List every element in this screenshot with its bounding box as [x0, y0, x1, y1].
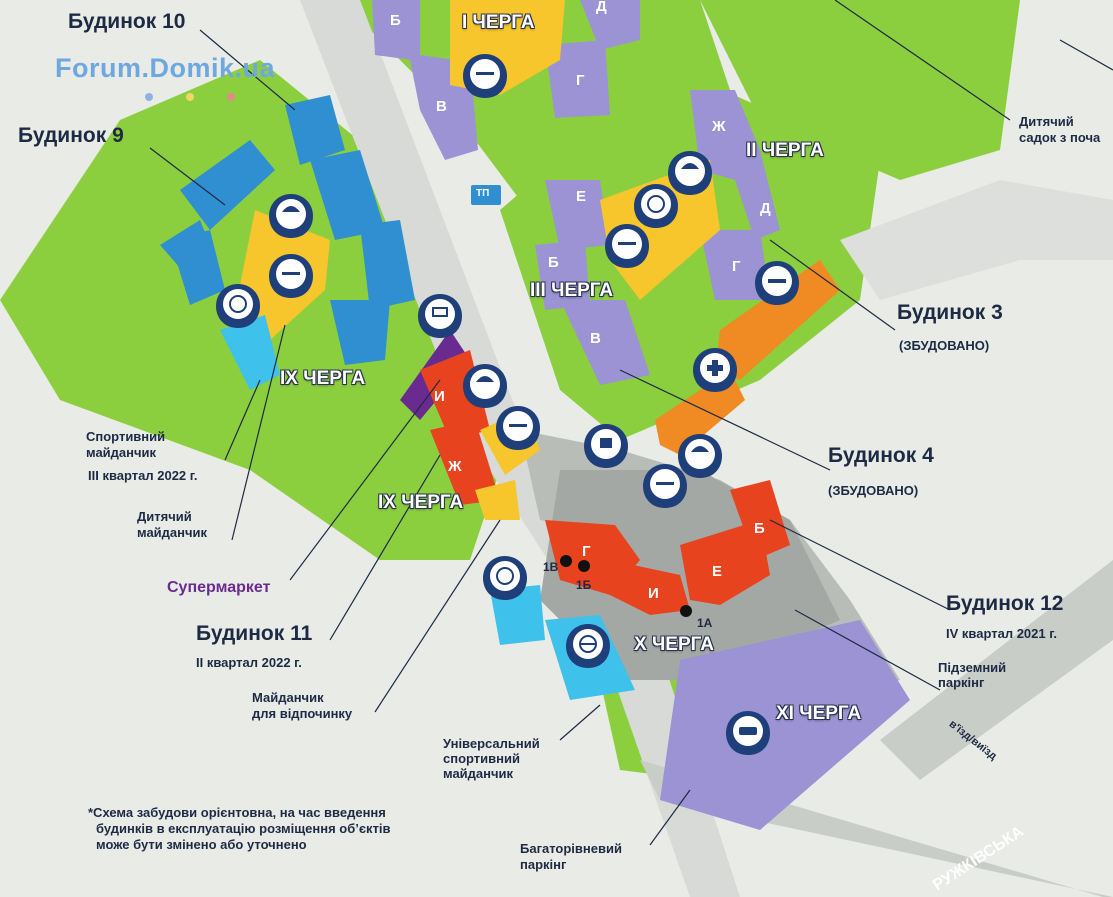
section-label: В	[436, 98, 447, 115]
house-3-label: Будинок 3	[897, 301, 1003, 324]
queue-9-label-a: ІХ ЧЕРГА	[280, 368, 366, 389]
universal-label-2: спортивний	[443, 751, 520, 766]
seesaw-icon	[496, 406, 540, 450]
house-11-date: ІІ квартал 2022 г.	[196, 655, 302, 670]
handwritten-marks	[560, 555, 692, 617]
disclaimer-line-1: *Схема забудови орієнтовна, на час введе…	[88, 805, 386, 820]
rest-label-2: для відпочинку	[252, 706, 353, 721]
house-4-label: Будинок 4	[828, 444, 934, 467]
house-9-label: Будинок 9	[18, 124, 124, 147]
soccer-ball-icon	[634, 184, 678, 228]
kids-label-1: Дитячий	[137, 509, 192, 524]
queue-2-label: ІІ ЧЕРГА	[746, 140, 824, 161]
kindergarten-label-1: Дитячий	[1019, 114, 1074, 129]
multilevel-parking-label-2: паркінг	[520, 857, 567, 872]
underground-parking-label-1: Підземний	[938, 660, 1007, 675]
tp-label: ТП	[476, 188, 490, 199]
seesaw-icon	[643, 464, 687, 508]
leader-lines	[149, 0, 1113, 846]
handwritten-label-1a: 1А	[697, 616, 713, 630]
fountain-icon	[584, 424, 628, 468]
house-11-label: Будинок 11	[196, 622, 313, 645]
section-label: И	[434, 388, 445, 405]
kids-label-2: майданчик	[137, 525, 208, 540]
queue-10-area	[490, 470, 840, 700]
section-label: Ж	[712, 118, 726, 135]
kindergarten-label-2: садок з поча	[1019, 130, 1101, 145]
house-3-status: (ЗБУДОВАНО)	[899, 338, 990, 353]
queue-2-3-buildings	[535, 90, 840, 455]
section-label: Д	[596, 0, 607, 15]
underground-parking-label-2: паркінг	[938, 675, 985, 690]
road-southeast	[880, 560, 1113, 780]
rest-label-1: Майданчик	[252, 690, 324, 705]
section-label: Б	[548, 254, 559, 271]
section-label: Д	[760, 200, 771, 217]
universal-label-1: Універсальний	[443, 736, 540, 751]
beach-umbrella-icon	[269, 194, 313, 238]
supermarket-label: Супермаркет	[167, 579, 271, 596]
sport-label-1: Спортивний	[86, 429, 166, 444]
beach-umbrella-icon	[463, 364, 507, 408]
handwritten-label-1b: 1Б	[576, 578, 592, 592]
seesaw-icon	[269, 254, 313, 298]
seesaw-icon	[463, 54, 507, 98]
section-label: Е	[576, 188, 587, 205]
sport-date: ІІІ квартал 2022 г.	[88, 468, 198, 483]
grass-area-southwest	[210, 330, 500, 560]
section-label: Г	[582, 543, 591, 560]
beach-umbrella-icon	[678, 434, 722, 478]
watermark: Forum.Domik.ua	[55, 53, 276, 83]
queue-11-parking	[660, 620, 910, 830]
section-label: Г	[732, 258, 741, 275]
section-label: Ж	[448, 458, 462, 475]
house-12-label: Будинок 12	[946, 592, 1064, 615]
car-icon	[726, 711, 770, 755]
medical-cross-icon	[693, 348, 737, 392]
soccer-ball-icon	[216, 284, 260, 328]
sport-label-2: майданчик	[86, 445, 157, 460]
seesaw-icon	[605, 224, 649, 268]
section-label: В	[590, 330, 601, 347]
disclaimer-line-2: будинків в експлуатацію розміщення об’єк…	[96, 821, 391, 836]
watermark-dots	[145, 88, 268, 106]
queue-1-label: І ЧЕРГА	[462, 12, 535, 33]
handwritten-label-1v: 1В	[543, 560, 559, 574]
road-east	[840, 180, 1113, 300]
queue-3-label: ІІІ ЧЕРГА	[530, 280, 614, 301]
multilevel-parking-label-1: Багаторівневий	[520, 841, 622, 856]
section-label: Б	[390, 12, 401, 29]
queue-11-label: ХІ ЧЕРГА	[776, 703, 862, 724]
section-label: Е	[712, 563, 723, 580]
beach-umbrella-icon	[668, 151, 712, 195]
shopping-cart-icon	[418, 294, 462, 338]
soccer-ball-icon	[483, 556, 527, 600]
tp-box	[471, 185, 501, 205]
grass-area-east	[700, 0, 1020, 180]
queue-10-label: Х ЧЕРГА	[634, 634, 714, 655]
section-label: И	[648, 585, 659, 602]
disclaimer-line-3: може бути змінено або уточнено	[96, 837, 307, 852]
queue-9-label-b: ІХ ЧЕРГА	[378, 492, 464, 513]
basketball-icon	[566, 624, 610, 668]
queue-1-buildings	[372, 0, 640, 160]
section-label: Г	[576, 72, 585, 89]
house-12-date: IV квартал 2021 г.	[946, 626, 1057, 641]
universal-label-3: майданчик	[443, 766, 514, 781]
house-10-label: Будинок 10	[68, 10, 186, 33]
dumbbell-icon	[755, 261, 799, 305]
house-4-status: (ЗБУДОВАНО)	[828, 483, 919, 498]
section-label: Б	[754, 520, 765, 537]
